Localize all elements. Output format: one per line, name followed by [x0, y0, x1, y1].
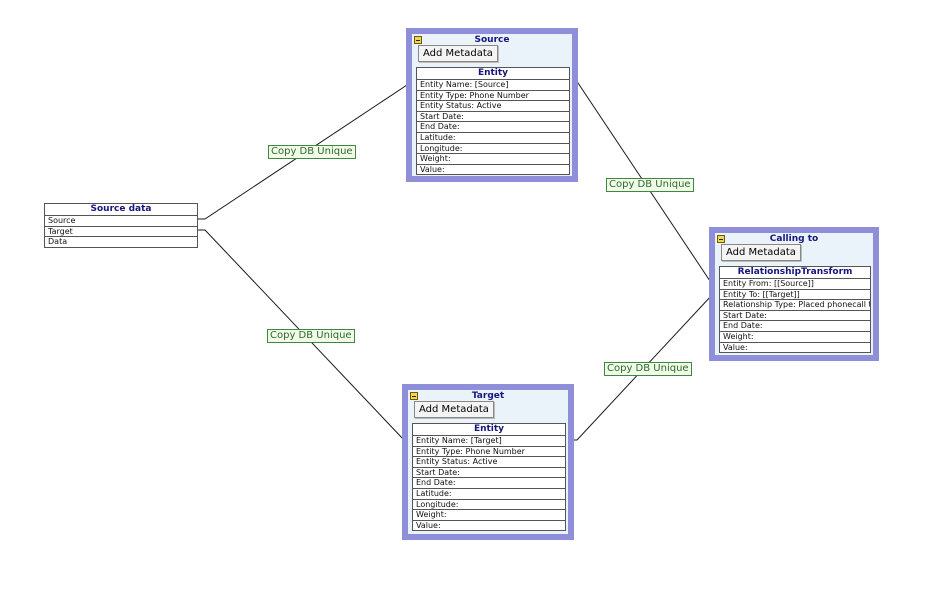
edge-label-data-to-source[interactable]: Copy DB Unique [268, 145, 356, 159]
relationship-transform-title: RelationshipTransform [720, 267, 870, 279]
collapse-icon[interactable] [717, 235, 725, 243]
calling-row-value[interactable]: Value: [723, 342, 748, 352]
calling-to-container[interactable]: Calling to Add Metadata RelationshipTran… [709, 227, 879, 361]
calling-row-entity-from[interactable]: Entity From: [[Source]] [720, 279, 870, 290]
source-row-longitude[interactable]: Longitude: [417, 144, 569, 155]
calling-row-end-date[interactable]: End Date: [720, 321, 870, 332]
relationship-transform-table[interactable]: RelationshipTransform Entity From: [[Sou… [719, 266, 871, 354]
calling-to-title: Calling to [769, 234, 819, 244]
calling-row-start-date[interactable]: Start Date: [720, 311, 870, 322]
source-data-title: Source data [45, 204, 197, 216]
source-data-row-data[interactable]: Data [48, 237, 68, 247]
calling-to-container-body: Calling to Add Metadata RelationshipTran… [715, 233, 873, 355]
collapse-icon[interactable] [414, 36, 422, 44]
source-row-entity-name[interactable]: Entity Name: [Source] [417, 80, 569, 91]
source-data-table[interactable]: Source data Source Target Data [44, 203, 198, 248]
target-row-start-date[interactable]: Start Date: [413, 468, 565, 479]
source-container-body: Source Add Metadata Entity Entity Name: … [412, 34, 572, 176]
target-row-end-date[interactable]: End Date: [413, 478, 565, 489]
source-entity-title: Entity [417, 68, 569, 80]
source-row-latitude[interactable]: Latitude: [417, 133, 569, 144]
target-container-body: Target Add Metadata Entity Entity Name: … [408, 390, 568, 534]
source-row-end-date[interactable]: End Date: [417, 122, 569, 133]
target-row-latitude[interactable]: Latitude: [413, 489, 565, 500]
source-entity-table[interactable]: Entity Entity Name: [Source] Entity Type… [416, 67, 570, 176]
calling-row-relationship-type[interactable]: Relationship Type: Placed phonecall to [720, 300, 870, 311]
source-title: Source [474, 35, 510, 45]
source-row-value[interactable]: Value: [420, 164, 445, 174]
collapse-icon[interactable] [410, 392, 418, 400]
target-row-entity-name[interactable]: Entity Name: [Target] [413, 436, 565, 447]
source-row-entity-type[interactable]: Entity Type: Phone Number [417, 91, 569, 102]
add-metadata-button[interactable]: Add Metadata [721, 244, 801, 261]
source-row-weight[interactable]: Weight: [417, 154, 569, 165]
calling-row-weight[interactable]: Weight: [720, 332, 870, 343]
target-row-longitude[interactable]: Longitude: [413, 500, 565, 511]
target-row-entity-status[interactable]: Entity Status: Active [413, 457, 565, 468]
target-container[interactable]: Target Add Metadata Entity Entity Name: … [402, 384, 574, 540]
target-entity-title: Entity [413, 424, 565, 436]
edge-label-data-to-target[interactable]: Copy DB Unique [267, 329, 355, 343]
source-container[interactable]: Source Add Metadata Entity Entity Name: … [406, 28, 578, 182]
target-row-weight[interactable]: Weight: [413, 510, 565, 521]
add-metadata-button[interactable]: Add Metadata [418, 45, 498, 62]
calling-row-entity-to[interactable]: Entity To: [[Target]] [720, 290, 870, 301]
target-row-value[interactable]: Value: [416, 520, 441, 530]
add-metadata-button[interactable]: Add Metadata [414, 401, 494, 418]
source-row-entity-status[interactable]: Entity Status: Active [417, 101, 569, 112]
edge-label-target-to-calling[interactable]: Copy DB Unique [604, 362, 692, 376]
source-row-start-date[interactable]: Start Date: [417, 112, 569, 123]
source-data-row-source[interactable]: Source [45, 216, 197, 227]
edge-label-source-to-calling[interactable]: Copy DB Unique [606, 178, 694, 192]
target-entity-table[interactable]: Entity Entity Name: [Target] Entity Type… [412, 423, 566, 532]
target-title: Target [471, 391, 505, 401]
source-data-row-target[interactable]: Target [45, 227, 197, 238]
target-row-entity-type[interactable]: Entity Type: Phone Number [413, 447, 565, 458]
